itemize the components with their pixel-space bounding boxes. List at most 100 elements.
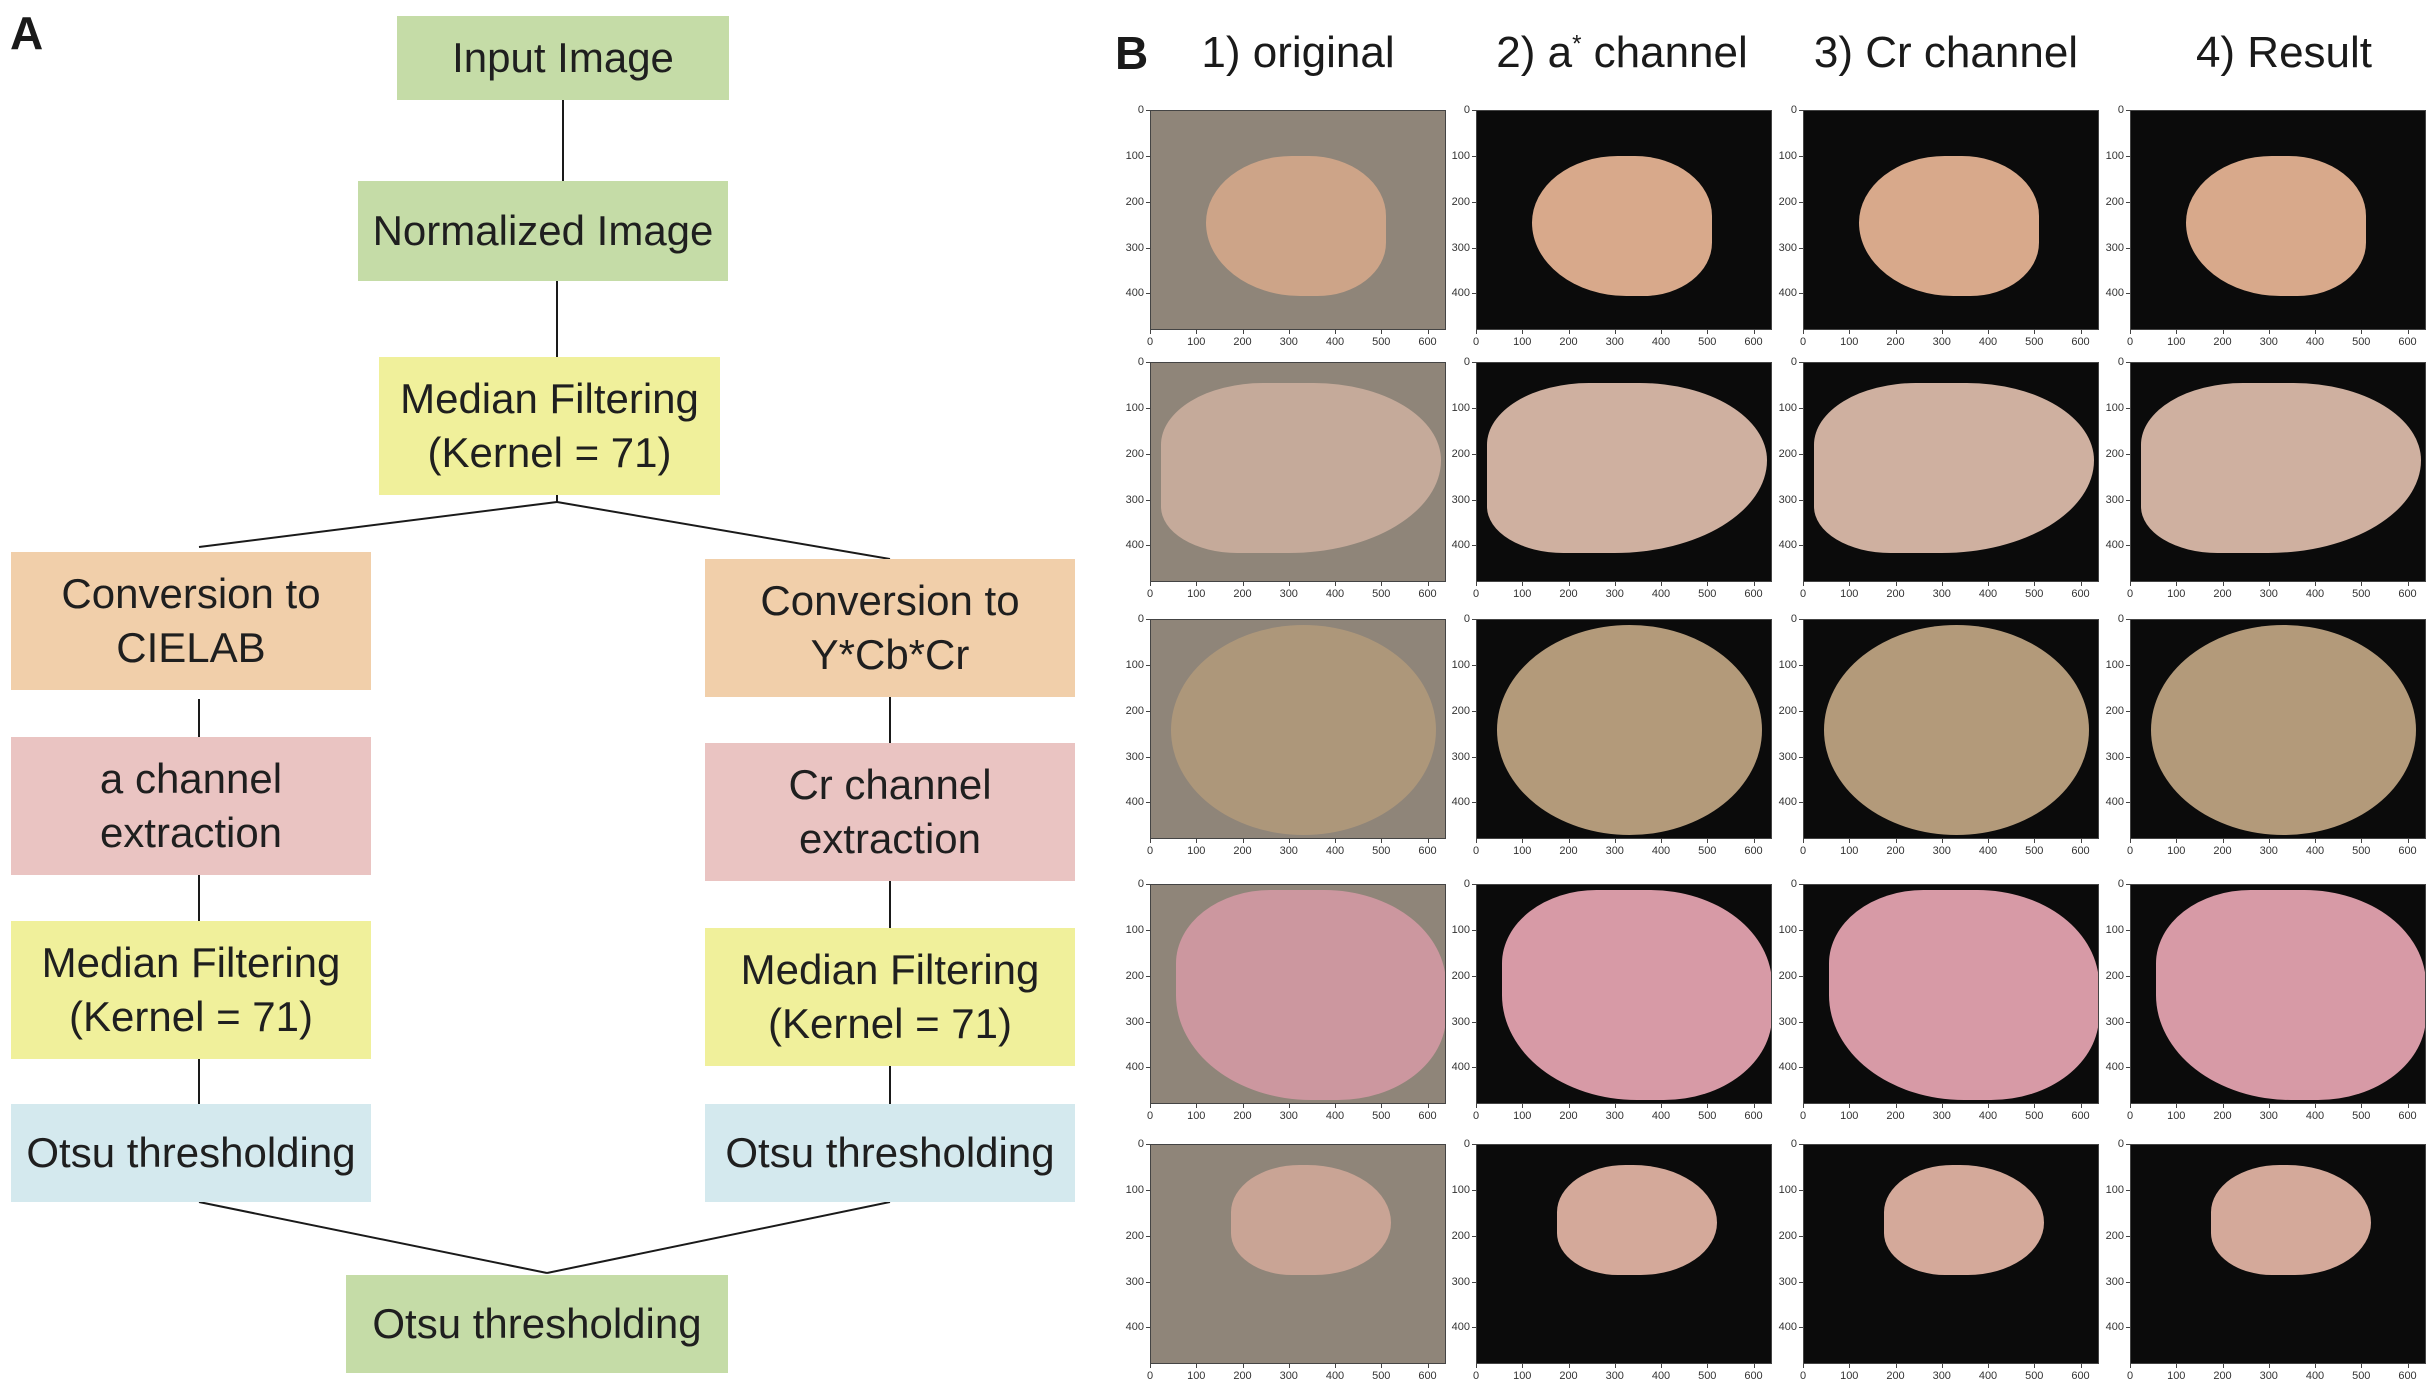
- x-tick-label: 600: [2398, 336, 2417, 348]
- y-tick-mark: [1799, 1021, 1803, 1023]
- node-input-image: Input Image: [397, 16, 729, 100]
- y-tick-mark: [1146, 1144, 1150, 1145]
- x-tick-mark: [1753, 1104, 1755, 1108]
- y-tick-label: 100: [2105, 149, 2124, 162]
- x-tick-mark: [1427, 330, 1429, 334]
- y-tick-mark: [2126, 1067, 2130, 1069]
- node-median-filtering-top: Median Filtering (Kernel = 71): [379, 357, 720, 495]
- y-tick-mark: [1799, 362, 1803, 363]
- y-tick-mark: [1472, 499, 1476, 501]
- y-tick-mark: [2126, 756, 2130, 758]
- y-tick-mark: [1146, 362, 1150, 363]
- x-tick-label: 300: [1279, 588, 1298, 600]
- wound-region: [1824, 625, 2089, 835]
- x-tick-mark: [1150, 330, 1151, 334]
- x-tick-label: 100: [2167, 845, 2186, 857]
- x-tick-label: 600: [1744, 845, 1763, 857]
- x-tick-mark: [1381, 330, 1383, 334]
- y-tick-label: 200: [1125, 1229, 1144, 1242]
- x-tick-label: 600: [1418, 588, 1437, 600]
- x-tick-mark: [1476, 330, 1477, 334]
- x-tick-label: 0: [1472, 845, 1480, 857]
- x-tick-mark: [2315, 330, 2316, 334]
- x-tick-label: 500: [2025, 1370, 2044, 1382]
- x-tick-label: 200: [1559, 845, 1578, 857]
- segmented-image: [1476, 362, 1772, 582]
- x-tick-mark: [1849, 582, 1851, 586]
- connector-line-12: [546, 1201, 891, 1274]
- x-tick-label: 0: [1799, 1370, 1807, 1382]
- x-tick-mark: [1661, 582, 1662, 586]
- wound-region: [2141, 383, 2421, 553]
- y-tick-mark: [1146, 1281, 1150, 1283]
- x-tick-label: 200: [1886, 588, 1905, 600]
- x-tick-mark: [1288, 1104, 1290, 1108]
- x-tick-mark: [1476, 582, 1477, 586]
- y-tick-mark: [2126, 975, 2130, 977]
- y-tick-label: 100: [1778, 658, 1797, 671]
- x-tick-label: 100: [1840, 1370, 1859, 1382]
- y-tick-label: 300: [1125, 1275, 1144, 1288]
- y-tick-mark: [1472, 155, 1476, 157]
- x-tick-label: 600: [2071, 336, 2090, 348]
- y-tick-label: 100: [1451, 149, 1470, 162]
- x-tick-mark: [1568, 1104, 1570, 1108]
- y-tick-mark: [1472, 802, 1476, 804]
- y-tick-mark: [1472, 884, 1476, 885]
- x-tick-mark: [1849, 1104, 1851, 1108]
- x-tick-mark: [1381, 839, 1383, 843]
- x-tick-mark: [2176, 1104, 2178, 1108]
- x-tick-mark: [2268, 330, 2270, 334]
- x-tick-label: 100: [2167, 588, 2186, 600]
- x-tick-mark: [2407, 582, 2409, 586]
- original-image: [1150, 110, 1446, 330]
- y-tick-mark: [1146, 884, 1150, 885]
- x-tick-label: 300: [2259, 1110, 2278, 1122]
- y-tick-label: 0: [1790, 613, 1797, 625]
- y-tick-label: 100: [2105, 1183, 2124, 1196]
- x-tick-label: 400: [1978, 1370, 1998, 1382]
- y-tick-mark: [1146, 710, 1150, 712]
- segmented-image: [2130, 1144, 2426, 1364]
- x-tick-label: 300: [1605, 336, 1624, 348]
- x-tick-label: 200: [1559, 336, 1578, 348]
- x-tick-label: 0: [2126, 336, 2134, 348]
- x-tick-label: 300: [1932, 588, 1951, 600]
- y-tick-label: 200: [1451, 1229, 1470, 1242]
- x-tick-mark: [1988, 839, 1989, 843]
- x-tick-mark: [2361, 1104, 2363, 1108]
- y-tick-label: 100: [2105, 401, 2124, 414]
- x-tick-label: 600: [1418, 845, 1437, 857]
- x-tick-label: 400: [2305, 845, 2325, 857]
- x-tick-mark: [2315, 839, 2316, 843]
- x-tick-mark: [1753, 839, 1755, 843]
- y-tick-mark: [2126, 453, 2130, 455]
- x-tick-label: 300: [1279, 336, 1298, 348]
- y-tick-mark: [1146, 201, 1150, 203]
- y-tick-mark: [1472, 293, 1476, 295]
- x-tick-label: 0: [1472, 336, 1480, 348]
- panel-b-letter: B: [1115, 27, 1149, 79]
- y-tick-label: 200: [1125, 704, 1144, 717]
- x-tick-mark: [1427, 1364, 1429, 1368]
- x-tick-mark: [2222, 1364, 2224, 1368]
- y-tick-label: 300: [2105, 1015, 2124, 1028]
- wound-region: [1884, 1165, 2044, 1275]
- x-tick-mark: [2407, 1364, 2409, 1368]
- x-tick-label: 100: [1513, 336, 1532, 348]
- x-tick-label: 600: [2071, 1370, 2090, 1382]
- x-tick-label: 300: [1932, 845, 1951, 857]
- y-tick-label: 0: [2117, 613, 2124, 625]
- x-tick-mark: [2407, 1104, 2409, 1108]
- y-tick-label: 300: [1451, 1275, 1470, 1288]
- y-tick-mark: [2126, 1021, 2130, 1023]
- original-image: [1150, 1144, 1446, 1364]
- segmented-image: [1803, 110, 2099, 330]
- y-tick-label: 300: [1125, 241, 1144, 254]
- x-tick-mark: [1522, 1364, 1524, 1368]
